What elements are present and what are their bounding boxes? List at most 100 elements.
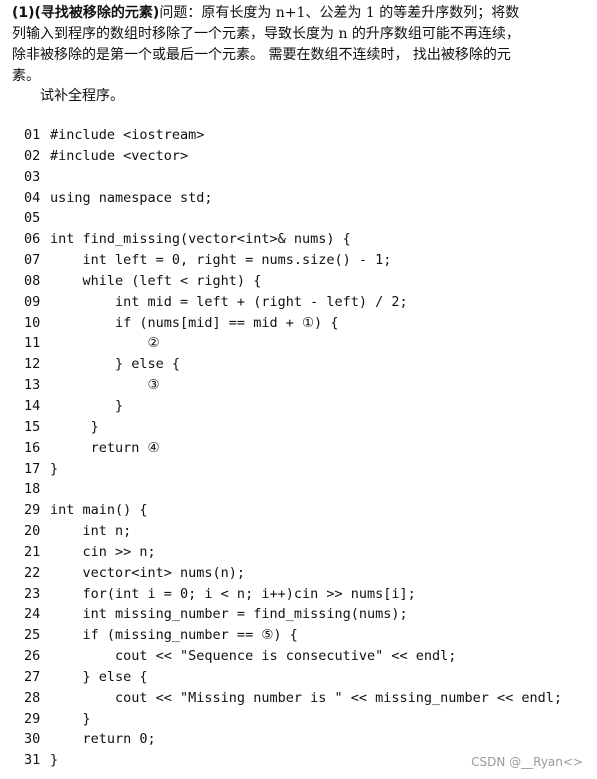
code-line: 23 for(int i = 0; i < n; i++)cin >> nums… bbox=[24, 584, 562, 605]
code-block: 01 #include <iostream> 02 #include <vector>… bbox=[24, 125, 562, 771]
code-text: int missing_number = find_missing(nums); bbox=[50, 606, 408, 623]
line-number: 21 bbox=[24, 543, 41, 560]
line-number: 27 bbox=[24, 668, 41, 685]
line-number: 18 bbox=[24, 481, 41, 498]
code-line: 05 bbox=[24, 208, 562, 229]
line-number: 24 bbox=[24, 606, 41, 623]
code-line: 28 cout << "Missing number is " << missi… bbox=[24, 688, 562, 709]
line-number: 04 bbox=[24, 189, 41, 206]
code-line: 13 ③ bbox=[24, 375, 562, 396]
code-text: } bbox=[50, 752, 59, 769]
code-line: 12 } else { bbox=[24, 354, 562, 375]
code-line: 11 ② bbox=[24, 333, 562, 354]
line-number: 12 bbox=[24, 356, 41, 373]
code-line: 31} bbox=[24, 750, 562, 771]
code-line: 18 bbox=[24, 479, 562, 500]
code-text: cout << "Missing number is " << missing_… bbox=[50, 689, 563, 706]
line-number: 17 bbox=[24, 460, 41, 477]
problem-description-1: 问题：原有长度为 n+1、公差为 1 的等差升序数列；将数 bbox=[159, 5, 520, 21]
code-line: 03 bbox=[24, 167, 562, 188]
line-number: 01 bbox=[24, 127, 41, 143]
code-line: 09 int mid = left + (right - left) / 2; bbox=[24, 292, 562, 313]
code-line: 15 } bbox=[24, 417, 562, 438]
line-number: 10 bbox=[24, 314, 41, 331]
code-line: 29 int main() { bbox=[24, 500, 562, 521]
code-text: return ④ bbox=[50, 439, 160, 456]
line-number: 20 bbox=[24, 523, 41, 540]
line-number: 06 bbox=[24, 231, 41, 248]
code-text: using namespace std; bbox=[50, 189, 213, 206]
code-text: } bbox=[50, 710, 91, 727]
code-line: 29 } bbox=[24, 709, 562, 730]
line-number: 07 bbox=[24, 252, 41, 269]
code-line: 06 int find_missing(vector<int>& nums) { bbox=[24, 229, 562, 250]
code-line: 27 } else { bbox=[24, 667, 562, 688]
line-number: 02 bbox=[24, 147, 41, 164]
code-text: } bbox=[50, 418, 99, 435]
code-line: 14 } bbox=[24, 396, 562, 417]
line-number: 05 bbox=[24, 210, 41, 227]
code-line: 21 cin >> n; bbox=[24, 542, 562, 563]
code-line: 22 vector<int> nums(n); bbox=[24, 563, 562, 584]
problem-title: (1)(寻找被移除的元素) bbox=[12, 5, 160, 21]
code-text: while (left < right) { bbox=[50, 272, 262, 289]
code-text: for(int i = 0; i < n; i++)cin >> nums[i]… bbox=[50, 585, 416, 602]
code-line: 04 using namespace std; bbox=[24, 188, 562, 209]
code-text: cin >> n; bbox=[50, 543, 156, 560]
code-line: 07 int left = 0, right = nums.size() - 1… bbox=[24, 250, 562, 271]
line-number: 13 bbox=[24, 377, 41, 394]
line-number: 29 bbox=[24, 710, 41, 727]
line-number: 14 bbox=[24, 397, 41, 414]
code-line: 20 int n; bbox=[24, 521, 562, 542]
code-text: vector<int> nums(n); bbox=[50, 564, 246, 581]
code-text: ③ bbox=[50, 377, 160, 394]
code-text: int left = 0, right = nums.size() - 1; bbox=[50, 252, 392, 269]
line-number: 11 bbox=[24, 335, 41, 352]
line-number: 26 bbox=[24, 648, 41, 665]
line-number: 08 bbox=[24, 272, 41, 289]
line-number: 16 bbox=[24, 439, 41, 456]
code-text: ② bbox=[50, 335, 160, 352]
code-line: 10 if (nums[mid] == mid + ①) { bbox=[24, 313, 562, 334]
line-number: 03 bbox=[24, 168, 41, 185]
code-line: 01 #include <iostream> bbox=[24, 125, 562, 146]
code-text: cout << "Sequence is consecutive" << end… bbox=[50, 648, 457, 665]
line-number: 22 bbox=[24, 564, 41, 581]
instruction-text: 试补全程序。 bbox=[40, 88, 124, 104]
code-line: 02 #include <vector> bbox=[24, 146, 562, 167]
code-text: #include <vector> bbox=[50, 147, 189, 164]
code-text: int n; bbox=[50, 523, 132, 540]
code-text: int main() { bbox=[50, 502, 148, 519]
line-number: 29 bbox=[24, 502, 41, 519]
watermark: CSDN @__Ryan<> bbox=[471, 755, 583, 769]
line-number: 28 bbox=[24, 689, 41, 706]
code-text: } bbox=[50, 460, 59, 477]
line-number: 25 bbox=[24, 627, 41, 644]
line-number: 23 bbox=[24, 585, 41, 602]
line-number: 15 bbox=[24, 418, 41, 435]
code-text: int mid = left + (right - left) / 2; bbox=[50, 293, 408, 310]
line-number: 31 bbox=[24, 752, 41, 769]
code-text: } bbox=[50, 397, 124, 414]
code-line: 30 return 0; bbox=[24, 729, 562, 750]
line-number: 30 bbox=[24, 731, 41, 748]
code-text: if (nums[mid] == mid + ①) { bbox=[50, 314, 339, 331]
code-line: 24 int missing_number = find_missing(num… bbox=[24, 604, 562, 625]
code-text: if (missing_number == ⑤) { bbox=[50, 627, 298, 644]
code-line: 16 return ④ bbox=[24, 438, 562, 459]
code-line: 26 cout << "Sequence is consecutive" << … bbox=[24, 646, 562, 667]
problem-description-2: 列输入到程序的数组时移除了一个元素，导致长度为 n 的升序数组可能不再连续， bbox=[12, 26, 520, 42]
code-text: int find_missing(vector<int>& nums) { bbox=[50, 231, 351, 248]
problem-description-4: 素。 bbox=[12, 68, 40, 84]
code-line: 17} bbox=[24, 459, 562, 480]
problem-description-3: 除非被移除的是第一个或最后一个元素。 需要在数组不连续时， 找出被移除的元 bbox=[12, 47, 511, 63]
code-text: #include <iostream> bbox=[50, 127, 205, 143]
code-text: } else { bbox=[50, 668, 148, 685]
code-text: return 0; bbox=[50, 731, 156, 748]
problem-line-1: (1)(寻找被移除的元素)问题：原有长度为 n+1、公差为 1 的等差升序数列；… bbox=[12, 3, 582, 24]
code-line: 08 while (left < right) { bbox=[24, 271, 562, 292]
problem-statement: (1)(寻找被移除的元素)问题：原有长度为 n+1、公差为 1 的等差升序数列；… bbox=[12, 3, 582, 87]
line-number: 09 bbox=[24, 293, 41, 310]
code-line: 25 if (missing_number == ⑤) { bbox=[24, 625, 562, 646]
